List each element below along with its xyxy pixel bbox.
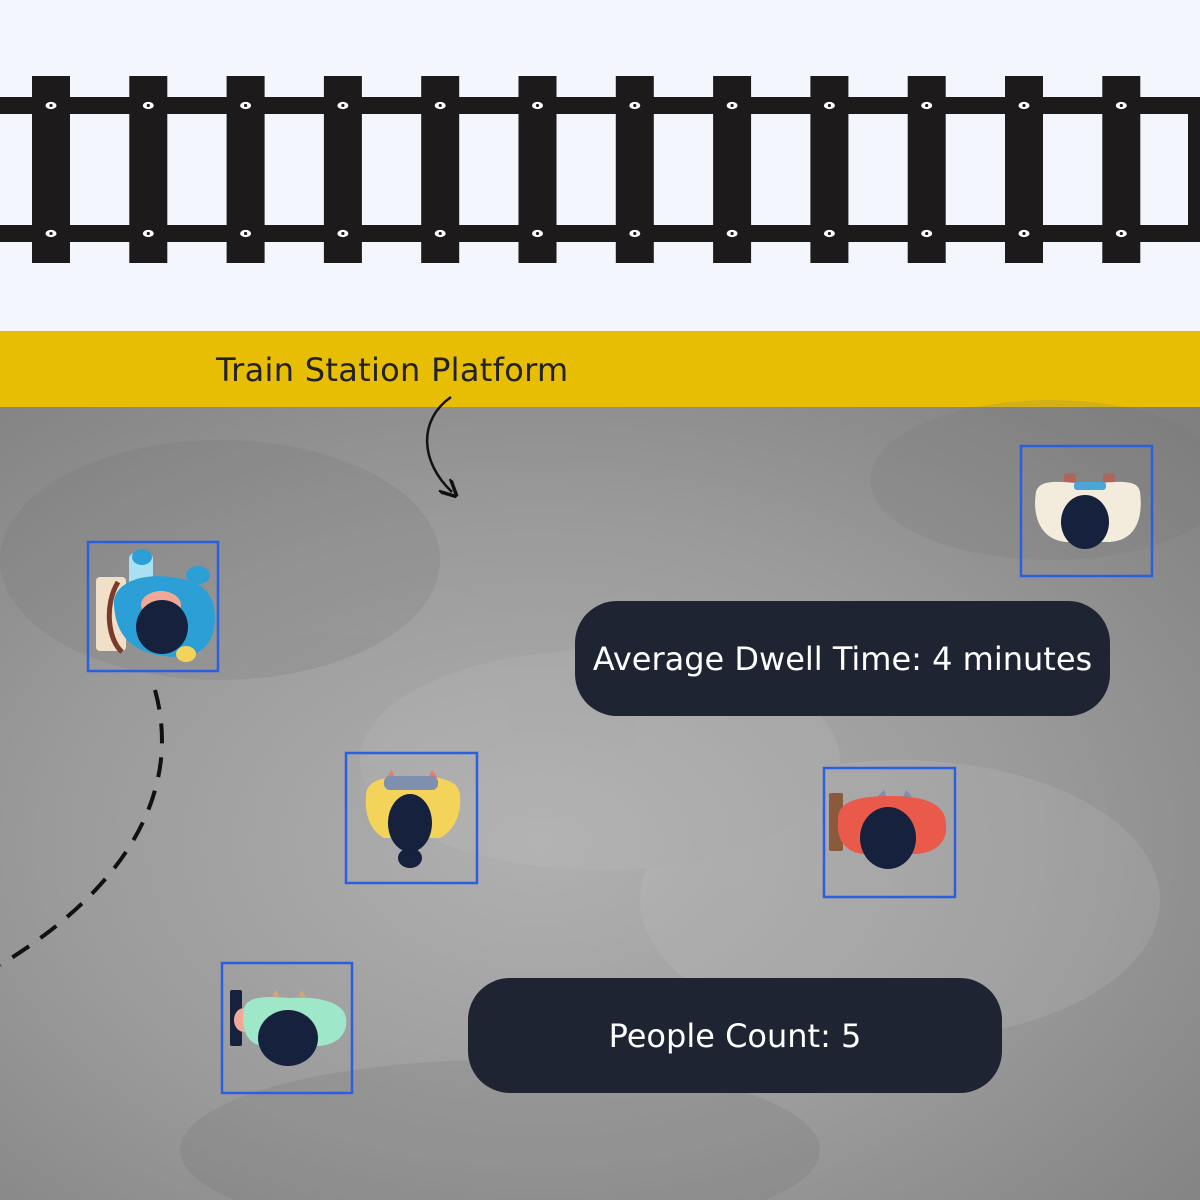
rail-bolt-hole [146, 231, 150, 236]
background [0, 0, 1200, 330]
person-teal-seated [96, 549, 215, 662]
detection-box [344, 751, 479, 885]
people-count-badge: People Count: 5 [468, 978, 1002, 1093]
rail [0, 225, 1200, 242]
rail-bolt-hole [827, 231, 832, 236]
rail-bolt-hole [244, 231, 248, 236]
platform-label: Train Station Platform [216, 351, 569, 389]
rail-bolt-hole [535, 103, 540, 108]
average-dwell-time-badge: Average Dwell Time: 4 minutes [575, 601, 1110, 716]
dwell-time-text: Average Dwell Time: 4 minutes [592, 639, 1093, 678]
person-yellow [365, 770, 461, 868]
rail-bolt-hole [244, 103, 248, 108]
curved-arrow-icon [425, 395, 452, 492]
rail-bolt-hole [827, 103, 832, 108]
rail-bolt-hole [438, 103, 442, 108]
rail-bolt-hole [1119, 231, 1123, 236]
dashed-path [0, 689, 164, 967]
rail-sleeper [1188, 114, 1200, 225]
rail-bolt-hole [1022, 231, 1026, 236]
detection-box [822, 766, 957, 899]
person-mint [230, 990, 347, 1066]
rail-bolt-hole [49, 103, 53, 108]
rail [0, 97, 1200, 114]
rail-bolt-hole [925, 103, 929, 108]
rail-bolt-hole [341, 103, 345, 108]
detection-box [86, 540, 220, 673]
people-count-text: People Count: 5 [608, 1016, 862, 1055]
detection-box [1019, 444, 1154, 578]
rail-bolt-hole [633, 103, 637, 108]
rail-bolt-hole [146, 103, 150, 108]
rail-bolt-hole [438, 231, 442, 236]
rail-bolt-hole [1022, 103, 1026, 108]
rail-bolt-hole [49, 231, 53, 236]
person-cream [1035, 473, 1141, 549]
person-red [829, 790, 947, 869]
rail-bolt-hole [535, 231, 540, 236]
rail-bolt-hole [925, 231, 929, 236]
platform-edge [0, 331, 1200, 407]
rail-bolt-hole [341, 231, 345, 236]
railway-track [0, 76, 1200, 263]
rail-bolt-hole [633, 231, 637, 236]
rail-bolt-hole [730, 231, 734, 236]
rail-bolt-hole [730, 103, 734, 108]
rail-bolt-hole [1119, 103, 1123, 108]
detection-box [220, 961, 354, 1095]
